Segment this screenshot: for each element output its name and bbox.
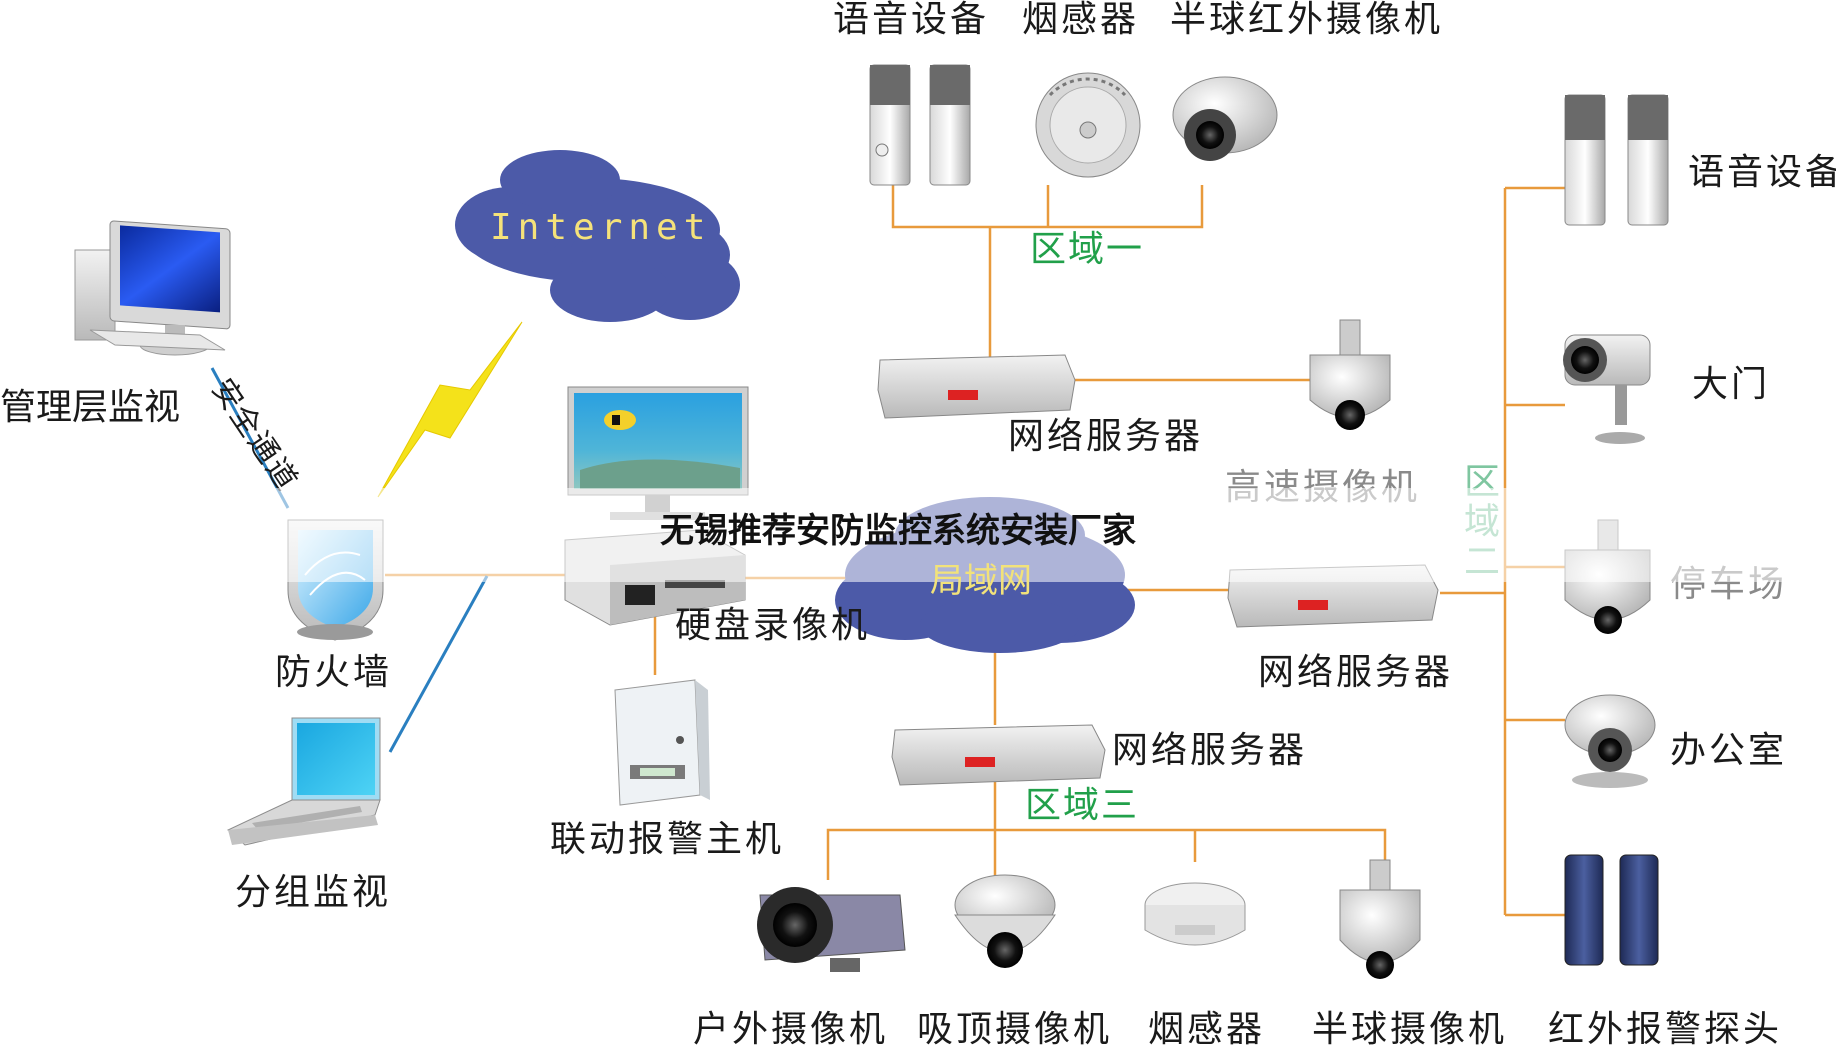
outdoor-camera	[757, 887, 906, 972]
dvr-label: 硬盘录像机	[675, 605, 871, 646]
firewall-label: 防火墙	[275, 652, 393, 693]
group-monitor-label: 分组监视	[235, 872, 392, 913]
lan-label: 局域网	[930, 561, 1032, 601]
office-label: 办公室	[1670, 730, 1788, 771]
watermark-banner	[0, 488, 1836, 582]
lightning-bolt	[377, 321, 523, 498]
zone-1-label: 区域一	[1030, 229, 1145, 270]
network-server-1	[877, 354, 1076, 419]
dome-ir-top-label: 半球红外摄像机	[1170, 0, 1444, 40]
watermark-text: 无锡推荐安防监控系统安装厂家	[660, 511, 1136, 551]
group-laptop	[227, 717, 381, 846]
network-server-1-label: 网络服务器	[1008, 416, 1204, 457]
outdoor-camera-label: 户外摄像机	[693, 1009, 889, 1050]
office-dome-camera	[1564, 694, 1656, 788]
zone-3-label: 区域三	[1025, 785, 1140, 826]
speakers-top	[869, 64, 971, 186]
ceiling-camera-label: 吸顶摄像机	[917, 1009, 1113, 1050]
dvr-monitor	[567, 386, 749, 520]
smoke-bottom-label: 烟感器	[1148, 1009, 1266, 1050]
network-server-3	[891, 724, 1106, 786]
ir-detector-label: 红外报警探头	[1548, 1009, 1783, 1050]
dome-camera-label: 半球摄像机	[1312, 1009, 1508, 1050]
internet-cloud	[455, 150, 740, 322]
smoke-detector-top	[1035, 72, 1141, 178]
gate-bullet-camera	[1563, 334, 1651, 444]
ir-detectors	[1564, 854, 1659, 966]
high-speed-camera	[1309, 319, 1391, 430]
secure-links	[210, 367, 489, 753]
management-pc	[74, 220, 231, 356]
alarm-host-panel	[614, 679, 710, 806]
speakers-right	[1564, 94, 1669, 226]
management-label: 管理层监视	[0, 387, 181, 428]
gate-label: 大门	[1692, 364, 1771, 405]
network-server-2-label: 网络服务器	[1258, 652, 1454, 693]
dome-ir-camera-top	[1172, 76, 1278, 161]
ceiling-camera	[954, 874, 1056, 968]
network-server-3-label: 网络服务器	[1112, 730, 1308, 771]
alarm-host-label: 联动报警主机	[550, 819, 785, 860]
voice-device-right-label: 语音设备	[1688, 152, 1836, 193]
voice-device-top-label: 语音设备	[833, 0, 990, 40]
smoke-detector-bottom	[1144, 882, 1246, 946]
dome-camera-bottom	[1339, 859, 1421, 979]
smoke-top-label: 烟感器	[1022, 0, 1140, 40]
internet-label: Internet	[490, 207, 712, 248]
